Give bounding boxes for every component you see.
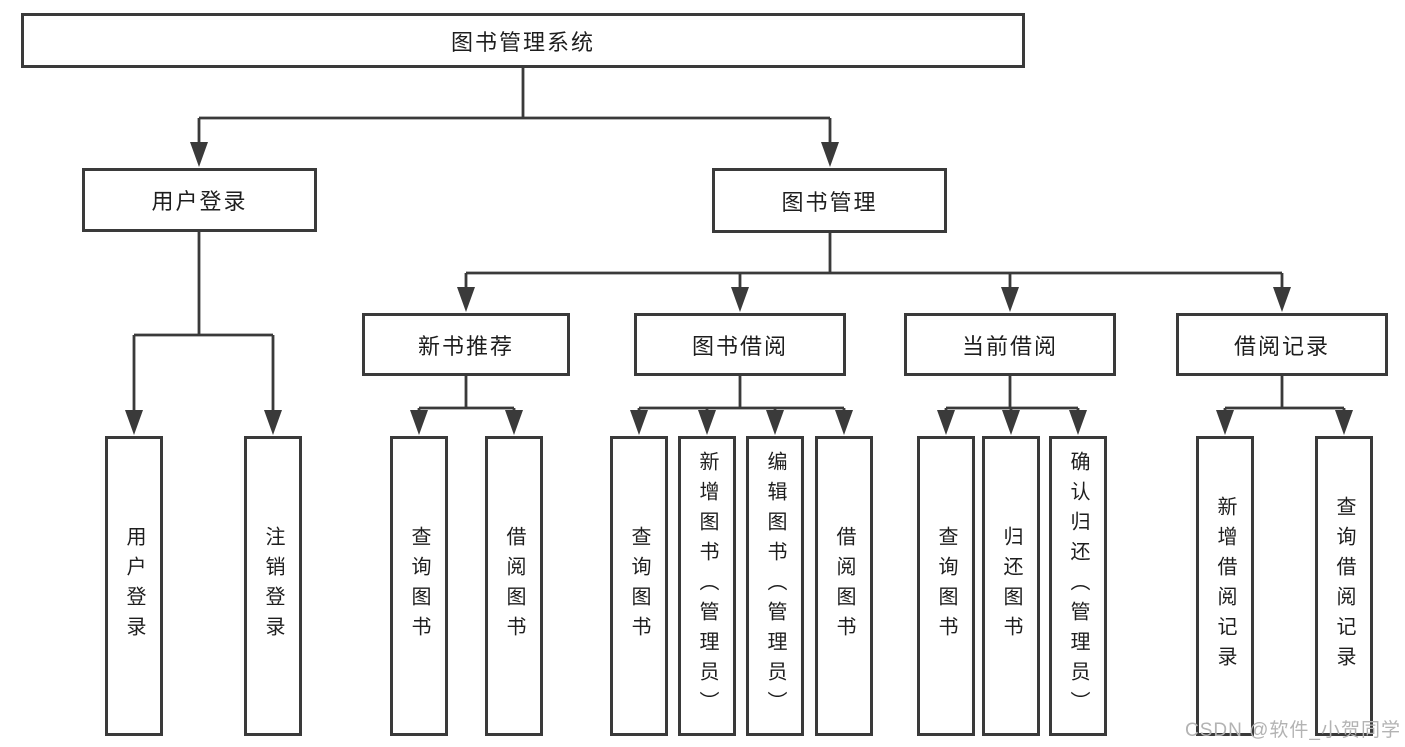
leaf-borrowing-borrow-books-label: 借阅图书: [833, 526, 855, 646]
leaf-newbook-query-books-label: 查询图书: [408, 526, 430, 646]
leaf-current-confirm-return-admin: 确认归还（管理员）: [1049, 436, 1107, 736]
leaf-borrowing-edit-books-admin-label: 编辑图书（管理员）: [764, 451, 786, 721]
leaf-current-query-books-label: 查询图书: [935, 526, 957, 646]
node-book-borrowing: 图书借阅: [634, 313, 846, 376]
leaf-records-add-record: 新增借阅记录: [1196, 436, 1254, 736]
node-book-management-label: 图书管理: [781, 189, 878, 215]
leaf-borrowing-query-books-label: 查询图书: [628, 526, 650, 646]
arrowheads: [125, 142, 1353, 435]
node-current-borrowing-label: 当前借阅: [961, 333, 1058, 359]
leaf-records-add-record-label: 新增借阅记录: [1214, 496, 1236, 676]
leaf-borrowing-edit-books-admin: 编辑图书（管理员）: [746, 436, 804, 736]
leaf-newbook-borrow-books-label: 借阅图书: [503, 526, 525, 646]
node-borrowing-records-label: 借阅记录: [1233, 333, 1330, 359]
node-root: 图书管理系统: [21, 13, 1025, 68]
leaf-current-return-books-label: 归还图书: [1000, 526, 1022, 646]
node-root-label: 图书管理系统: [450, 29, 595, 55]
leaf-current-query-books: 查询图书: [917, 436, 975, 736]
csdn-watermark: CSDN @软件_小贺同学: [1185, 720, 1401, 741]
leaf-borrowing-borrow-books: 借阅图书: [815, 436, 873, 736]
leaf-newbook-borrow-books: 借阅图书: [485, 436, 543, 736]
leaf-records-query-record-label: 查询借阅记录: [1333, 496, 1355, 676]
node-new-book-recommend-label: 新书推荐: [417, 333, 514, 359]
leaf-logout-label: 注销登录: [262, 526, 284, 646]
node-current-borrowing: 当前借阅: [904, 313, 1116, 376]
node-book-management: 图书管理: [712, 168, 947, 233]
leaf-current-return-books: 归还图书: [982, 436, 1040, 736]
leaf-user-login: 用户登录: [105, 436, 163, 736]
leaf-records-query-record: 查询借阅记录: [1315, 436, 1373, 736]
leaf-borrowing-add-books-admin: 新增图书（管理员）: [678, 436, 736, 736]
node-book-borrowing-label: 图书借阅: [691, 333, 788, 359]
leaf-logout: 注销登录: [244, 436, 302, 736]
node-user-login: 用户登录: [82, 168, 317, 232]
leaf-current-confirm-return-admin-label: 确认归还（管理员）: [1067, 451, 1089, 721]
leaf-borrowing-query-books: 查询图书: [610, 436, 668, 736]
node-user-login-label: 用户登录: [151, 189, 248, 214]
node-borrowing-records: 借阅记录: [1176, 313, 1388, 376]
node-new-book-recommend: 新书推荐: [362, 313, 570, 376]
leaf-user-login-label: 用户登录: [123, 526, 145, 646]
leaf-borrowing-add-books-admin-label: 新增图书（管理员）: [696, 451, 718, 721]
leaf-newbook-query-books: 查询图书: [390, 436, 448, 736]
